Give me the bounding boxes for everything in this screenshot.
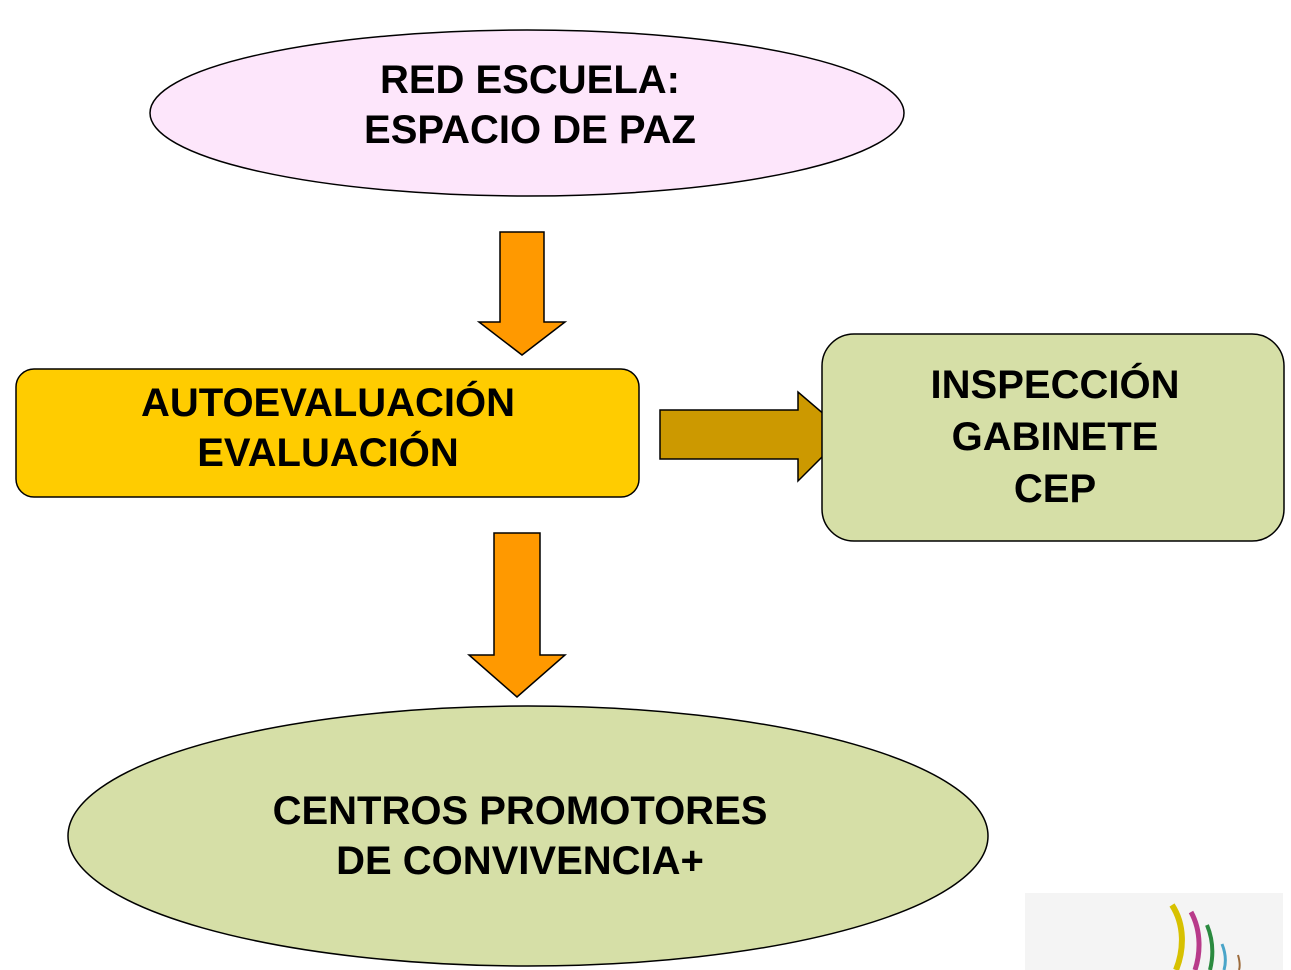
red-escuela-line-2: ESPACIO DE PAZ xyxy=(364,108,696,152)
centros-line-1: CENTROS PROMOTORES xyxy=(272,789,768,833)
red-escuela-line-1: RED ESCUELA: xyxy=(379,58,681,102)
inspeccion-label: INSPECCIÓN GABINETE CEP xyxy=(825,359,1285,515)
autoevaluacion-label: AUTOEVALUACIÓN EVALUACIÓN xyxy=(18,378,638,478)
logo-fragment xyxy=(1025,893,1283,970)
centros-label: CENTROS PROMOTORES DE CONVIVENCIA+ xyxy=(120,786,920,886)
down-arrow-2 xyxy=(467,532,567,698)
inspeccion-line-1: INSPECCIÓN xyxy=(930,363,1180,407)
red-escuela-ellipse xyxy=(149,29,905,197)
inspeccion-box xyxy=(821,333,1285,542)
inspeccion-line-2: GABINETE xyxy=(951,415,1159,459)
right-arrow xyxy=(659,390,848,483)
down-arrow-1 xyxy=(476,231,568,356)
autoevaluacion-line-2: EVALUACIÓN xyxy=(197,431,459,475)
inspeccion-line-3: CEP xyxy=(1013,467,1097,511)
autoevaluacion-box xyxy=(15,368,640,498)
centros-ellipse xyxy=(67,705,989,967)
autoevaluacion-line-1: AUTOEVALUACIÓN xyxy=(140,381,516,425)
red-escuela-label: RED ESCUELA: ESPACIO DE PAZ xyxy=(230,55,830,155)
centros-line-2: DE CONVIVENCIA+ xyxy=(336,839,704,883)
